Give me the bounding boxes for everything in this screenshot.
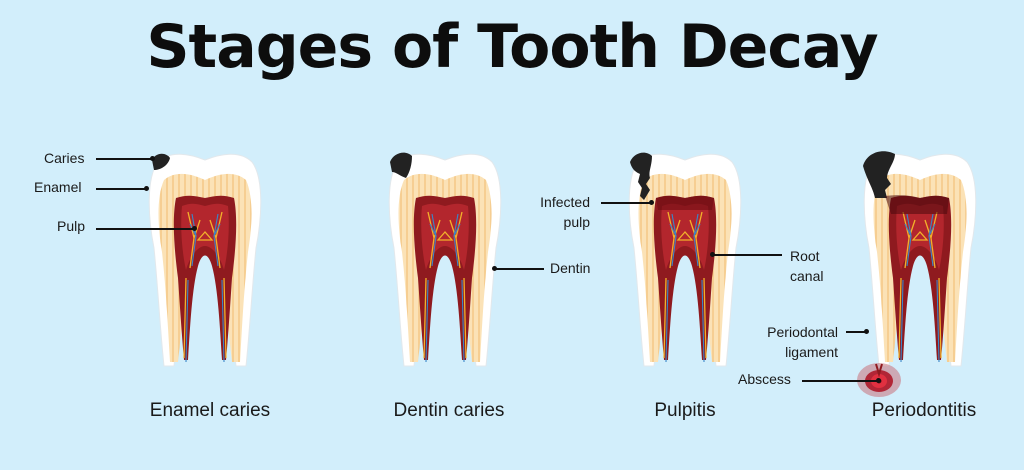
label-root-canal-line1: Root (790, 248, 820, 264)
leader-caries (96, 158, 152, 160)
label-pulp: Pulp (57, 218, 86, 234)
label-dentin: Dentin (550, 260, 591, 276)
caption-pulpitis: Pulpitis (654, 400, 716, 421)
caption-enamel-caries: Enamel caries (149, 400, 271, 421)
label-root-canal-line2: canal (790, 268, 824, 284)
dot-root-canal (710, 252, 715, 257)
leader-root-canal (712, 254, 782, 256)
leader-abscess (802, 380, 878, 382)
label-periodontal-line2: ligament (785, 344, 838, 360)
dot-periodontal (864, 329, 869, 334)
dot-infected-pulp (649, 200, 654, 205)
dot-enamel (144, 186, 149, 191)
leader-dentin (494, 268, 544, 270)
label-infected-pulp-line1: Infected (540, 194, 590, 210)
leader-infected-pulp (601, 202, 651, 204)
page-title: Stages of Tooth Decay (146, 12, 878, 82)
leader-pulp (96, 228, 194, 230)
tooth-dentin-caries-icon (380, 148, 510, 370)
dot-dentin (492, 266, 497, 271)
label-infected-pulp-line2: pulp (563, 214, 590, 230)
label-periodontal-line1: Periodontal (767, 324, 838, 340)
label-abscess: Abscess (738, 371, 791, 387)
leader-enamel (96, 188, 146, 190)
caption-dentin-caries: Dentin caries (393, 400, 505, 421)
leader-periodontal (846, 331, 866, 333)
dot-pulp (192, 226, 197, 231)
tooth-pulpitis-icon (620, 148, 750, 370)
dot-caries (150, 156, 155, 161)
label-caries: Caries (44, 150, 85, 166)
caption-periodontitis: Periodontitis (871, 400, 977, 421)
tooth-periodontitis-icon (855, 148, 985, 370)
label-enamel: Enamel (34, 179, 82, 195)
tooth-enamel-caries-icon (140, 148, 270, 370)
dot-abscess (876, 378, 881, 383)
